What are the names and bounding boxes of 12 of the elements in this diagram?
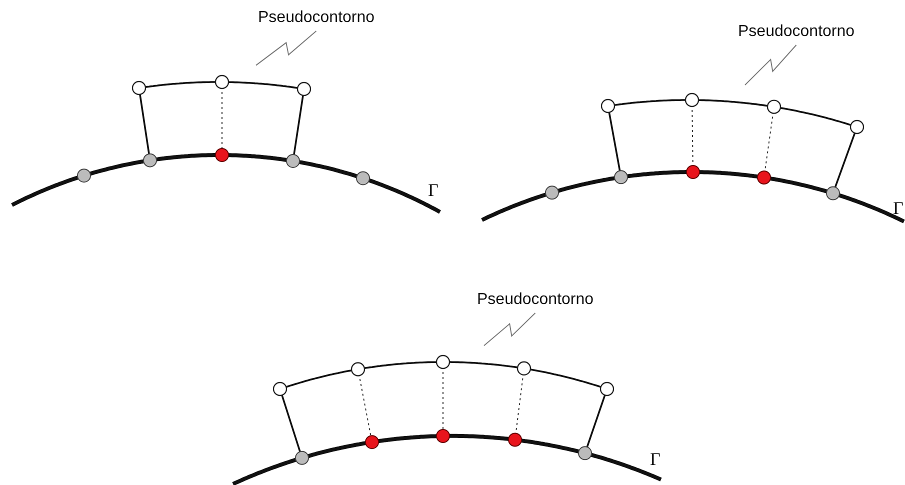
boundary-label: Γ	[893, 199, 904, 217]
callout-label: Pseudocontorno	[738, 23, 855, 41]
callout-label: Pseudocontorno	[258, 9, 375, 27]
pseudocontour-curve	[132, 74, 312, 96]
leader-line	[484, 312, 536, 346]
callout-label: Pseudocontorno	[477, 291, 594, 309]
pseudocontour-curve	[272, 354, 614, 396]
leader-line	[744, 44, 797, 86]
boundary-label: Γ	[428, 181, 438, 199]
pseudocontour-curve	[600, 92, 864, 134]
leader-line	[256, 30, 317, 66]
boundary-label: Γ	[650, 450, 660, 468]
